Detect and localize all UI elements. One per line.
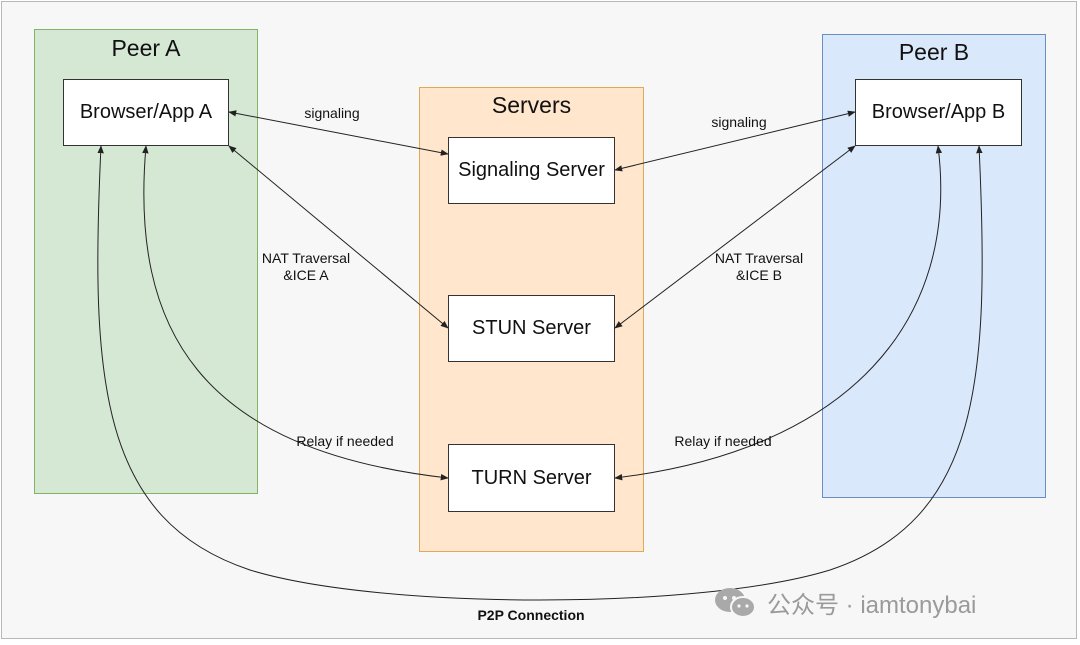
nat-a-label-line1: NAT Traversal [261,250,351,266]
nat-b-label-line2: &ICE B [736,267,782,283]
relay-a-label: Relay if needed [296,433,394,449]
watermark-text: 公众号 · iamtonybai [767,592,977,619]
browser-app-b-node[interactable]: Browser/App B [855,79,1022,146]
wechat-logo-icon [715,587,756,618]
peer-a-title: Peer A [111,35,181,61]
edge-nat-a [228,145,449,329]
stun-server-node[interactable]: STUN Server [448,295,615,362]
p2p-connection-label: P2P Connection [477,607,585,623]
peer-b-title: Peer B [898,39,970,65]
watermark: 公众号 · iamtonybai [713,585,976,620]
servers-title: Servers [491,92,572,118]
nat-b-label: NAT Traversal &ICE B [701,250,817,284]
edge-relay-b [614,145,943,481]
relay-b-label: Relay if needed [674,433,772,449]
signaling-b-label: signaling [711,114,767,130]
turn-server-node[interactable]: TURN Server [448,444,615,512]
signaling-a-label: signaling [304,105,360,121]
nat-a-label: NAT Traversal &ICE A [248,250,364,284]
edge-relay-a [142,145,449,481]
nat-a-label-line2: &ICE A [283,267,329,283]
edge-nat-b [614,145,856,329]
edge-p2p [97,145,983,601]
nat-b-label-line1: NAT Traversal [714,250,804,266]
